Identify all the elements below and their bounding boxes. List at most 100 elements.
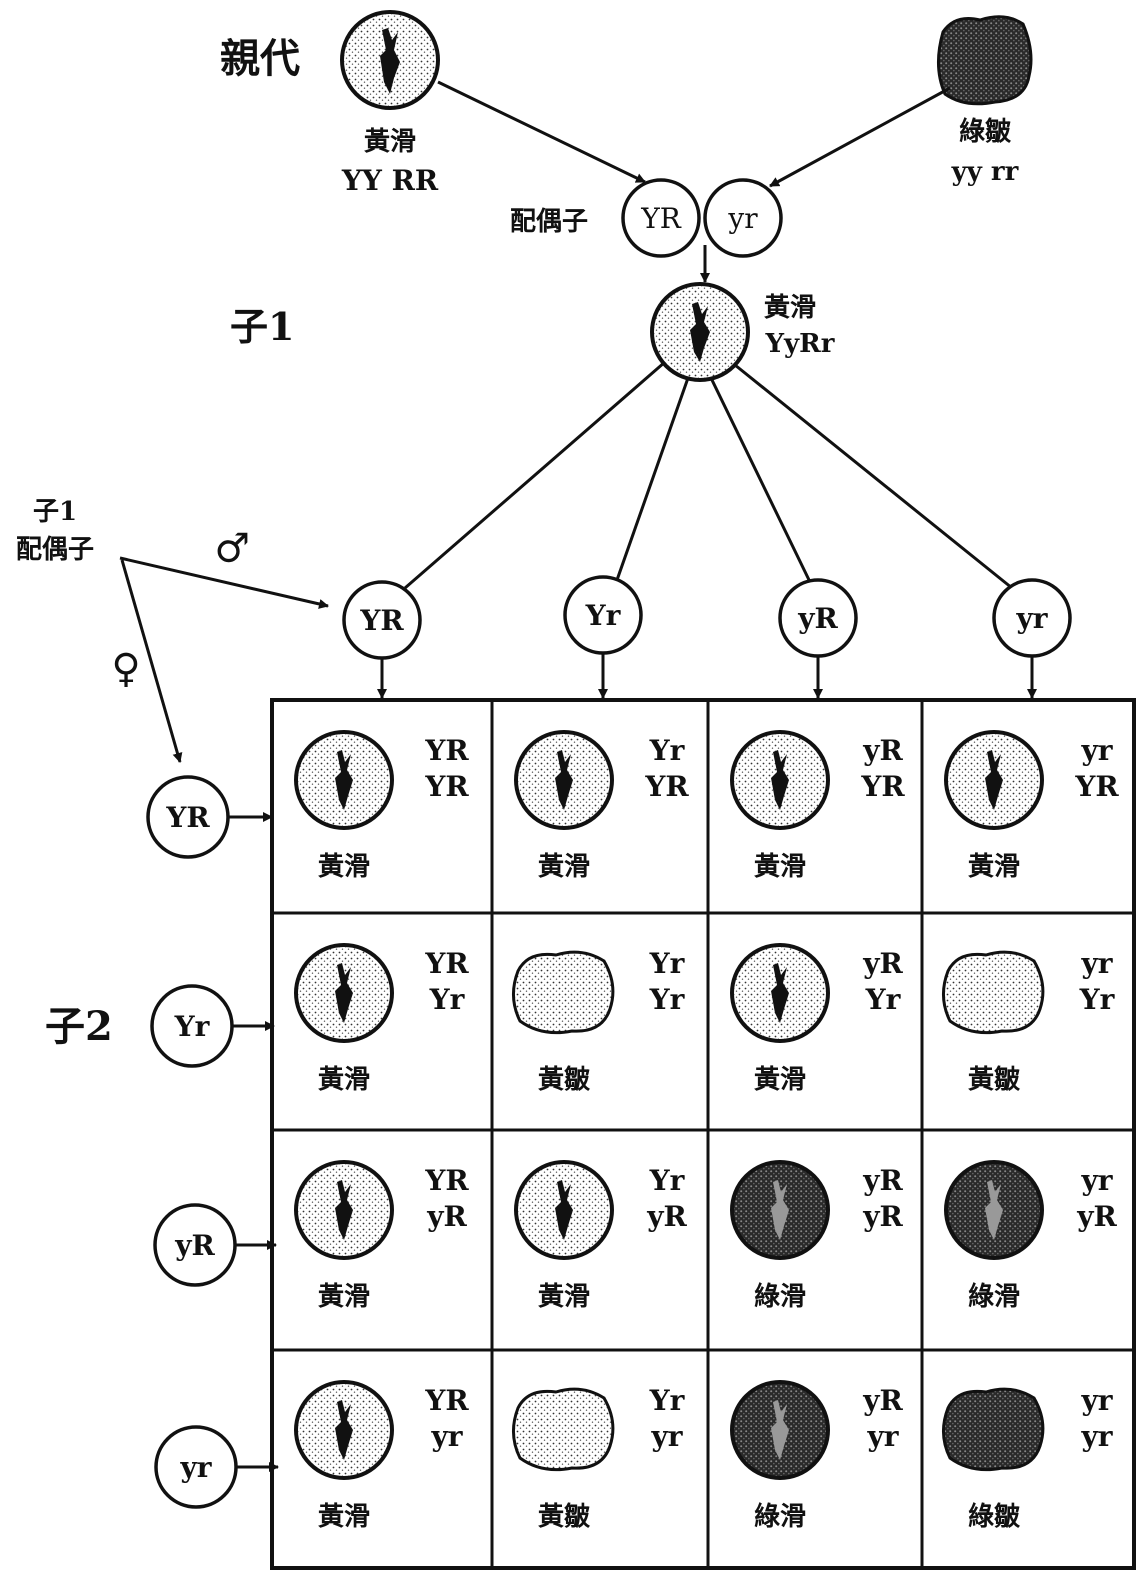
cell-allele-top: Yr [649, 1384, 686, 1417]
cell-phenotype: 黃滑 [318, 1282, 370, 1312]
cell-allele-bottom: YR [1074, 770, 1119, 803]
male-gamete-Yr: Yr [563, 575, 643, 655]
cell-allele-bottom: yr [866, 1420, 899, 1453]
parent-gamete-YR: YR [621, 178, 701, 258]
seed-round-green [944, 1160, 1044, 1260]
seed-round-yellow [730, 943, 830, 1043]
f1-gametes-label-line2: 配偶子 [16, 535, 94, 565]
cell-allele-bottom: yR [646, 1200, 687, 1233]
cell-phenotype: 綠滑 [968, 1281, 1020, 1312]
parent-gamete-yr-label: yr [727, 202, 758, 235]
parent2-genotype: yy rr [951, 157, 1019, 187]
parent-gamete-yr: yr [703, 178, 783, 258]
cell-allele-bottom: yr [430, 1420, 463, 1453]
cell-phenotype: 黃滑 [538, 1282, 590, 1312]
cell-phenotype: 黃皺 [538, 1502, 591, 1532]
arrow-to-female-gametes [120, 559, 183, 763]
parent-seed-wrinkled-green [936, 15, 1033, 106]
f1-gametes-label-line1: 子1 [33, 497, 77, 527]
cell-allele-bottom: Yr [649, 983, 686, 1016]
arrow-parent1-to-gamete [437, 80, 646, 184]
seed-wrinkled-yellow [512, 950, 615, 1035]
seed-round-yellow [514, 730, 614, 830]
cell-allele-top: yr [1080, 1164, 1113, 1197]
cell-allele-top: yr [1080, 947, 1113, 980]
male-symbol: ♂ [214, 525, 250, 572]
cell-allele-bottom: yR [862, 1200, 903, 1233]
f1-genotype: YyRr [765, 329, 835, 359]
cell-allele-bottom: yR [426, 1200, 467, 1233]
f2-label: 子2 [45, 1003, 113, 1050]
seed-round-yellow [294, 943, 394, 1043]
cell-allele-top: YR [424, 947, 469, 980]
seed-round-yellow [944, 730, 1044, 830]
cell-phenotype: 黃皺 [968, 1065, 1021, 1095]
cell-allele-top: Yr [649, 734, 686, 767]
punnett-cells: YRYR黃滑YrYR黃滑yRYR黃滑yrYR黃滑YRYr黃滑YrYr黃皺yRYr… [294, 730, 1119, 1532]
cell-phenotype: 黃滑 [318, 1502, 370, 1532]
male-gamete-YR: YR [342, 580, 422, 660]
male-gamete-yR: yR [778, 578, 858, 658]
parent1-genotype: YY RR [341, 164, 439, 197]
parent2-phenotype: 綠皺 [959, 116, 1012, 147]
cell-phenotype: 黃滑 [754, 852, 806, 882]
cell-allele-bottom: yr [650, 1420, 683, 1453]
male-gamete-Yr-label: Yr [585, 599, 622, 632]
cell-phenotype: 黃滑 [318, 852, 370, 882]
seed-round-green [730, 1380, 830, 1480]
cell-allele-top: yr [1080, 1384, 1113, 1417]
seed-round-yellow [730, 730, 830, 830]
female-gamete-Yr: Yr [150, 984, 234, 1068]
f1-phenotype: 黃滑 [764, 293, 816, 323]
cell-allele-top: YR [424, 1164, 469, 1197]
cell-allele-top: yR [862, 947, 903, 980]
cell-allele-top: yR [862, 1164, 903, 1197]
cell-allele-top: YR [424, 734, 469, 767]
seed-round-yellow [294, 1160, 394, 1260]
female-gamete-YR-label: YR [165, 801, 210, 834]
cell-phenotype: 黃滑 [754, 1065, 806, 1095]
cell-allele-top: yR [862, 1384, 903, 1417]
line-f1-to-YR [404, 360, 666, 590]
cell-allele-bottom: YR [860, 770, 905, 803]
cell-phenotype: 黃滑 [538, 852, 590, 882]
female-symbol: ♀ [111, 645, 140, 692]
female-gamete-yr-label: yr [179, 1451, 212, 1484]
line-f1-to-yr [734, 363, 1013, 590]
seed-round-yellow [514, 1160, 614, 1260]
seed-round-yellow [294, 1380, 394, 1480]
male-gamete-YR-label: YR [359, 604, 404, 637]
f1-seed-round-yellow [650, 282, 750, 382]
cell-phenotype: 綠滑 [754, 1281, 806, 1312]
punnett-grid [270, 698, 1136, 1570]
cell-phenotype: 黃滑 [968, 852, 1020, 882]
line-f1-to-Yr [615, 377, 690, 581]
male-gamete-yR-label: yR [797, 602, 838, 635]
cell-allele-bottom: yR [1076, 1200, 1117, 1233]
male-gamete-yr-label: yr [1015, 602, 1048, 635]
punnett-grid-frame [270, 698, 1136, 1570]
parent1-phenotype: 黃滑 [364, 127, 416, 157]
cell-allele-top: yR [862, 734, 903, 767]
cell-allele-bottom: YR [644, 770, 689, 803]
female-gamete-yR-label: yR [174, 1229, 215, 1262]
parent-gamete-YR-label: YR [640, 202, 681, 235]
seed-round-green [730, 1160, 830, 1260]
cell-phenotype: 黃滑 [318, 1065, 370, 1095]
arrow-parent2-to-gamete [769, 86, 951, 188]
seed-wrinkled-yellow [942, 950, 1045, 1035]
